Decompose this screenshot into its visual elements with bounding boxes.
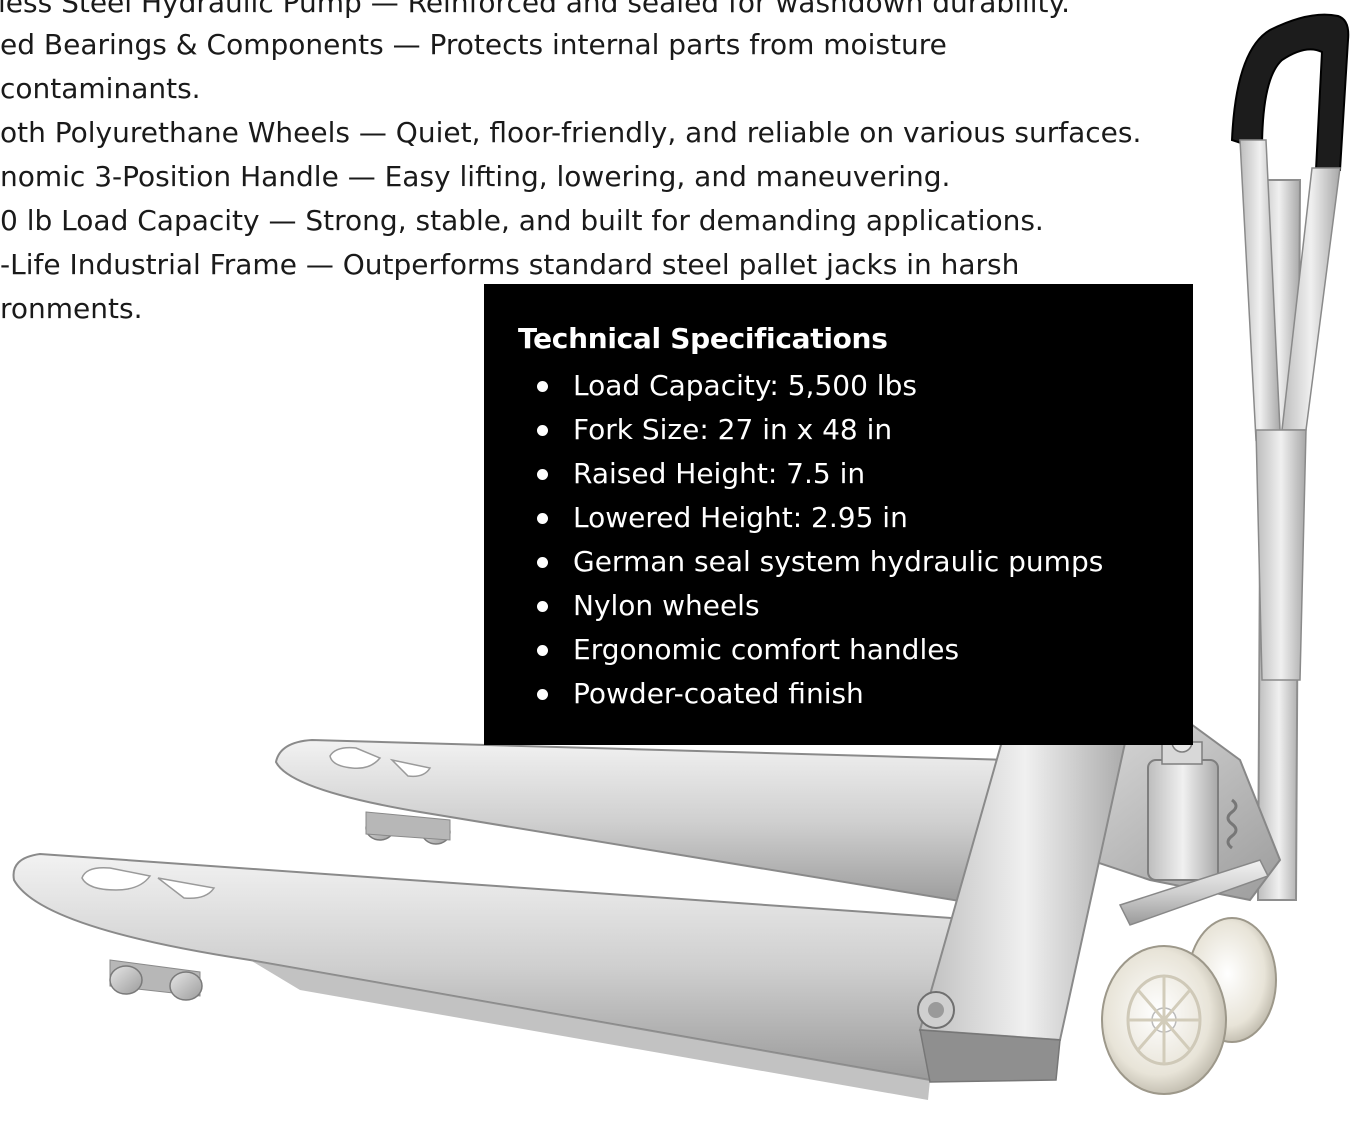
feature-line: -Life Industrial Frame — Outperforms sta… xyxy=(0,248,1020,281)
front-body-plate xyxy=(917,704,1132,1083)
nylon-wheels xyxy=(1101,917,1277,1095)
chassis xyxy=(1018,698,1282,926)
front-fork xyxy=(12,852,982,1100)
spec-item: Nylon wheels xyxy=(537,584,1193,628)
spec-item: Raised Height: 7.5 in xyxy=(537,452,1193,496)
feature-line: 0 lb Load Capacity — Strong, stable, and… xyxy=(0,204,1044,237)
spec-item: German seal system hydraulic pumps xyxy=(537,540,1193,584)
feature-line: nomic 3-Position Handle — Easy lifting, … xyxy=(0,160,951,193)
spec-item: Load Capacity: 5,500 lbs xyxy=(537,364,1193,408)
specs-panel: Technical Specifications Load Capacity: … xyxy=(484,284,1193,745)
feature-line: contaminants. xyxy=(0,72,201,105)
feature-line: less Steel Hydraulic Pump — Reinforced a… xyxy=(0,0,1070,19)
spec-item: Fork Size: 27 in x 48 in xyxy=(537,408,1193,452)
specs-title: Technical Specifications xyxy=(518,322,888,355)
specs-list: Load Capacity: 5,500 lbs Fork Size: 27 i… xyxy=(518,364,1193,716)
feature-line: ronments. xyxy=(0,292,143,325)
spec-item: Ergonomic comfort handles xyxy=(537,628,1193,672)
spec-item: Powder-coated finish xyxy=(537,672,1193,716)
feature-list: less Steel Hydraulic Pump — Reinforced a… xyxy=(0,0,1352,330)
back-fork xyxy=(274,738,1012,908)
feature-line: oth Polyurethane Wheels — Quiet, floor-f… xyxy=(0,116,1142,149)
feature-line: ed Bearings & Components — Protects inte… xyxy=(0,28,947,61)
handle-tube xyxy=(1256,179,1302,901)
spec-item: Lowered Height: 2.95 in xyxy=(537,496,1193,540)
